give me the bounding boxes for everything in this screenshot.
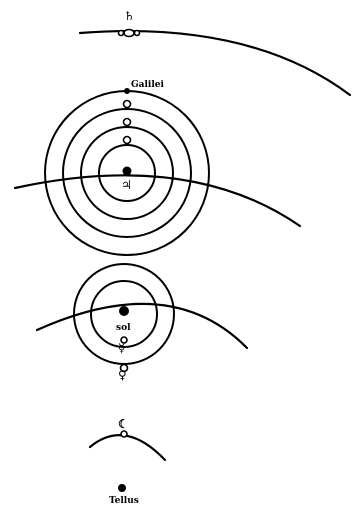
mercury-symbol: ☿: [118, 341, 125, 355]
saturn-orbit-arc: [80, 31, 350, 95]
venus-symbol: ♀: [118, 368, 127, 382]
tellus-body: [118, 484, 126, 492]
moon-orbit-arc: [90, 435, 165, 460]
galilean-moon-3: [124, 119, 131, 126]
galilean-moon-2: [124, 137, 131, 144]
galilean-moon-marker-top: [124, 88, 130, 94]
jupiter-symbol: ♃: [121, 178, 132, 192]
sun-body: [119, 306, 129, 316]
galilei-label: Galilei: [131, 80, 165, 90]
saturn-body: [124, 30, 134, 37]
moon-body: [121, 431, 127, 437]
sol-label: sol: [116, 323, 131, 333]
galilean-moon-4: [124, 101, 131, 108]
saturn-ring-right: [135, 31, 140, 36]
jupiter-body: [123, 167, 132, 176]
saturn-ring-left: [119, 31, 124, 36]
moon-symbol: ☾: [118, 417, 129, 431]
saturn-symbol: ♄: [124, 9, 135, 23]
tellus-label: Tellus: [109, 496, 139, 506]
